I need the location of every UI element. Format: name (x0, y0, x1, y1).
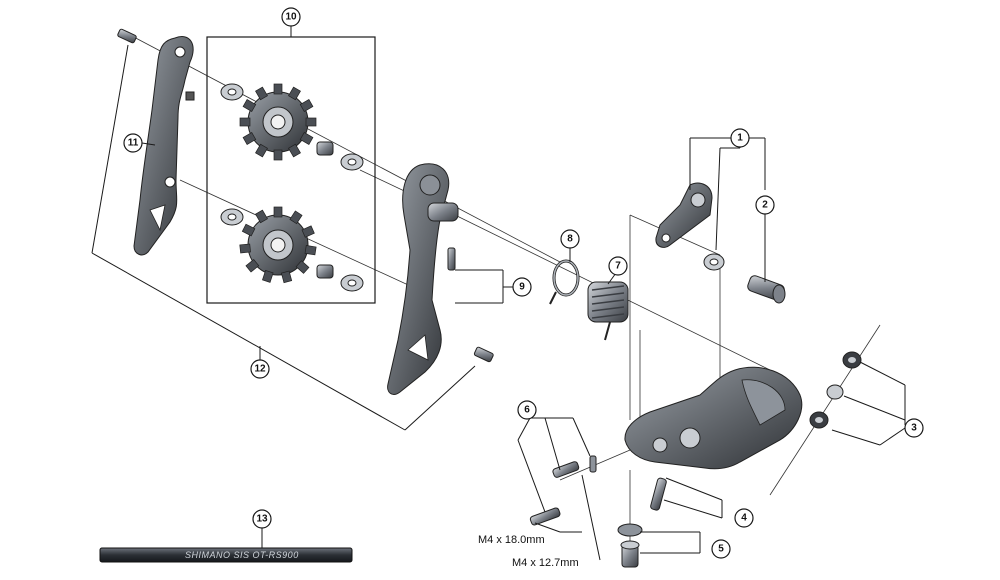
callout-2: 2 (755, 195, 775, 215)
guide-pulley (220, 83, 364, 171)
leader-lines (91, 26, 906, 561)
callout-6-number: 6 (524, 405, 530, 416)
callout-12-number: 12 (254, 364, 266, 375)
callout-3-circle (904, 418, 924, 438)
callout-8-number: 8 (567, 234, 573, 245)
derailleur-main-body (624, 366, 803, 470)
stopper-ring (549, 259, 580, 305)
inner-cage-plate (387, 163, 459, 395)
callout-7-number: 7 (615, 261, 621, 272)
tension-pulley (220, 206, 364, 292)
callout-10-number: 10 (285, 12, 297, 23)
stroke-adjust-bolts (529, 455, 597, 526)
callout-10: 10 (281, 7, 301, 27)
callout-9-number: 9 (519, 282, 525, 293)
callout-6: 6 (517, 400, 537, 420)
callout-5-number: 5 (718, 544, 724, 555)
cage-screw-lower (473, 346, 494, 363)
callout-13-circle (252, 509, 272, 529)
callout-3: 3 (904, 418, 924, 438)
callout-3-number: 3 (911, 423, 917, 434)
callout-9-circle (512, 277, 532, 297)
callout-13-number: 13 (256, 514, 268, 525)
bolt-long-dimension: M4 x 18.0mm (478, 534, 545, 546)
cable-fixing-nut-set (617, 523, 643, 568)
callout-1-number: 1 (737, 133, 743, 144)
cable-fixing-bolt (650, 477, 667, 511)
callout-2-circle (755, 195, 775, 215)
callout-12: 12 (250, 359, 270, 379)
callout-9: 9 (512, 277, 532, 297)
callout-11-number: 11 (128, 138, 139, 149)
callout-7: 7 (608, 256, 628, 276)
bolt-short-dimension: M4 x 12.7mm (512, 557, 579, 569)
shift-cable: SHIMANO SIS OT-RS900 (99, 547, 353, 563)
cable-brand-text: SHIMANO SIS OT-RS900 (185, 550, 299, 560)
callout-5-circle (711, 539, 731, 559)
callout-13: 13 (252, 509, 272, 529)
callout-11-circle (123, 133, 143, 153)
outer-cage-plate (133, 36, 195, 256)
callout-2-number: 2 (762, 200, 768, 211)
callout-1-circle (730, 128, 750, 148)
cage-screw-upper (117, 28, 137, 44)
callout-11: 11 (123, 133, 143, 153)
callout-8-circle (560, 229, 580, 249)
callout-5: 5 (711, 539, 731, 559)
callout-8: 8 (560, 229, 580, 249)
callout-4: 4 (734, 508, 754, 528)
callout-6-circle (517, 400, 537, 420)
callout-1: 1 (730, 128, 750, 148)
callout-4-circle (734, 508, 754, 528)
callout-12-circle (250, 359, 270, 379)
adjust-bolt-set (809, 351, 862, 429)
callout-4-number: 4 (741, 513, 747, 524)
callout-10-circle (281, 7, 301, 27)
return-spring (587, 281, 629, 341)
callout-7-circle (608, 256, 628, 276)
b-link-bracket (655, 182, 713, 248)
b-link-washer (703, 253, 725, 271)
b-link-fixing-bolt (747, 275, 786, 304)
